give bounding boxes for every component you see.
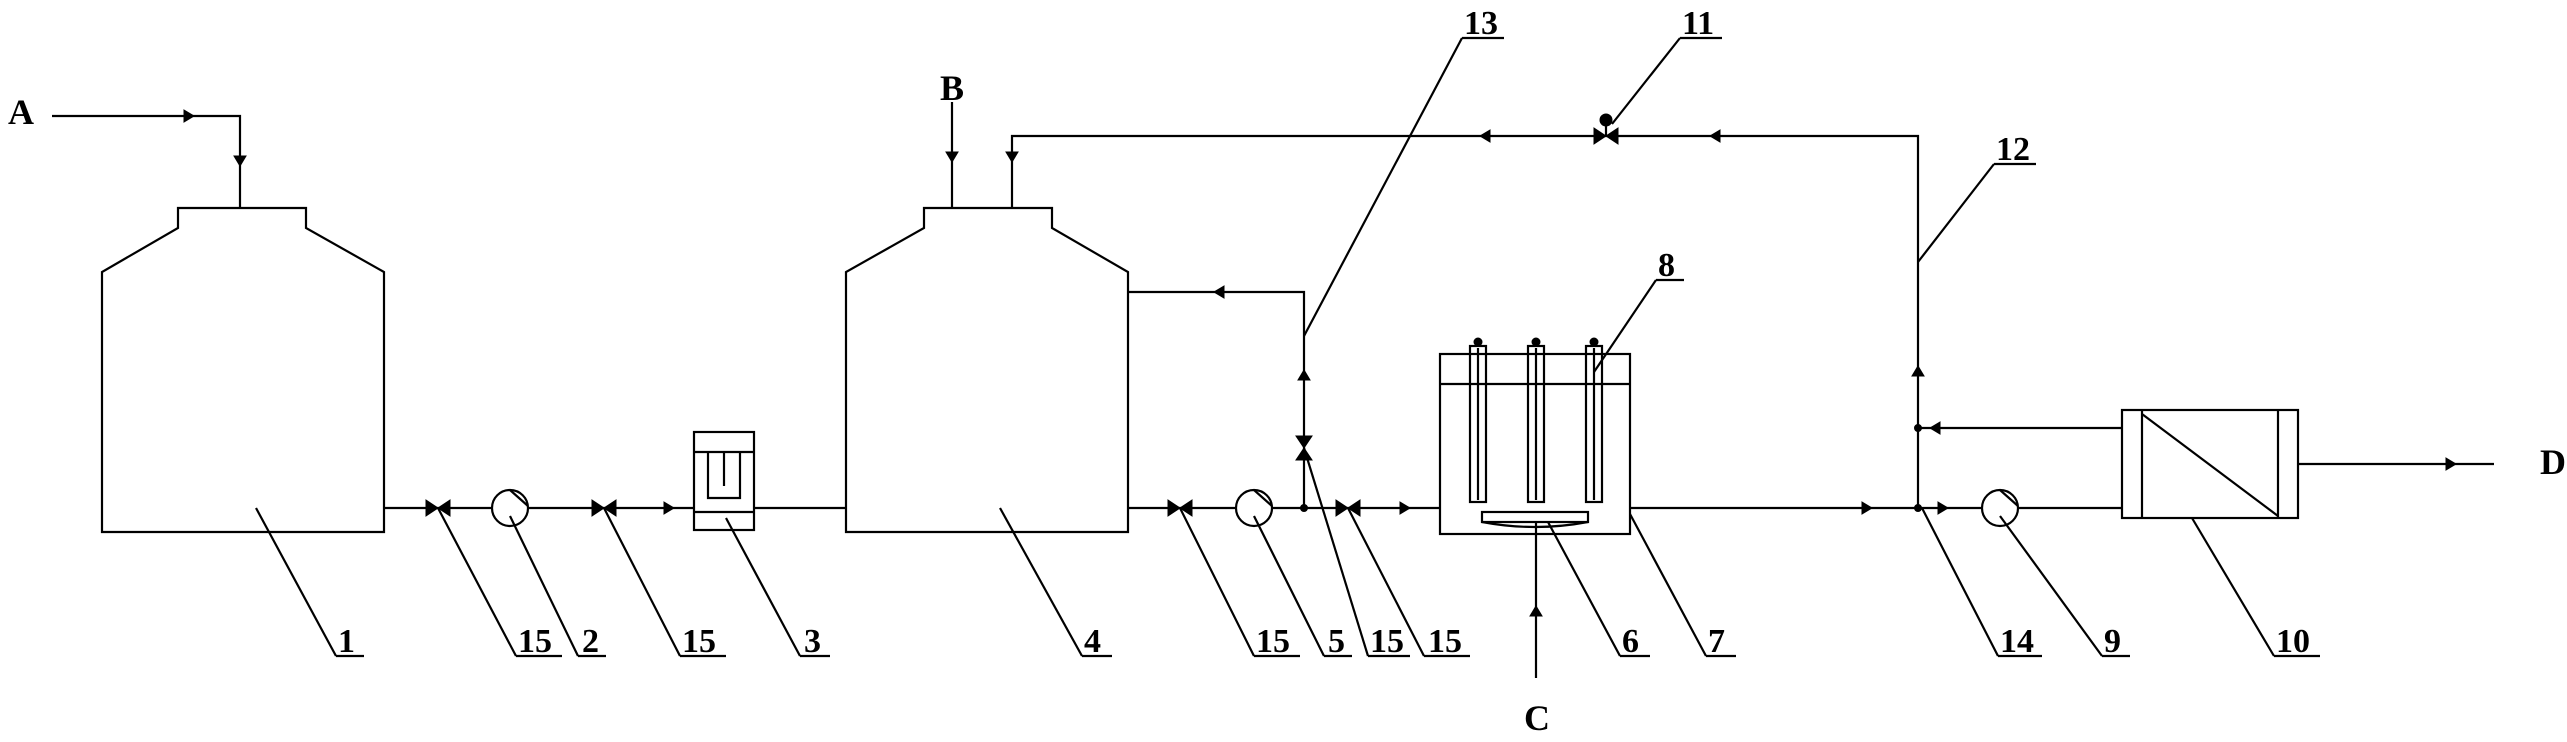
label-15: 15 bbox=[1428, 623, 1462, 660]
label-15: 15 bbox=[1256, 623, 1290, 660]
pump-5 bbox=[1234, 488, 1274, 528]
label-11: 11 bbox=[1682, 5, 1714, 42]
label-13: 13 bbox=[1464, 5, 1498, 42]
pipe-feed-a bbox=[52, 114, 242, 208]
label-5: 5 bbox=[1328, 623, 1345, 660]
label-4: 4 bbox=[1084, 623, 1101, 660]
terminal-b-label: B bbox=[940, 68, 964, 108]
label-1: 1 bbox=[338, 623, 355, 660]
label-15: 15 bbox=[682, 623, 716, 660]
pipe-return-13 bbox=[1128, 290, 1306, 508]
label-2: 2 bbox=[582, 623, 599, 660]
terminal-c-label: C bbox=[1524, 698, 1550, 738]
terminal-a-label: A bbox=[8, 92, 34, 132]
junction-dot bbox=[1300, 504, 1308, 512]
pipe-recycle bbox=[1010, 134, 1920, 510]
label-12: 12 bbox=[1996, 131, 2030, 168]
label-15: 15 bbox=[518, 623, 552, 660]
flow-arrow bbox=[183, 109, 2457, 617]
tank-4 bbox=[844, 206, 1130, 534]
terminal-d-label: D bbox=[2540, 442, 2566, 482]
label-15: 15 bbox=[1370, 623, 1404, 660]
junction-dot bbox=[1914, 504, 1922, 512]
junction-dot bbox=[1914, 424, 1922, 432]
label-10: 10 bbox=[2276, 623, 2310, 660]
label-9: 9 bbox=[2104, 623, 2121, 660]
leader-lines bbox=[255, 36, 2320, 658]
membrane-module-10 bbox=[2120, 408, 2300, 520]
label-8: 8 bbox=[1658, 247, 1675, 284]
filter-3 bbox=[692, 430, 756, 532]
label-6: 6 bbox=[1622, 623, 1639, 660]
valve-11 bbox=[1593, 113, 1619, 145]
label-14: 14 bbox=[2000, 623, 2034, 660]
label-7: 7 bbox=[1708, 623, 1725, 660]
pump-9 bbox=[1980, 488, 2020, 528]
tank-1 bbox=[100, 206, 386, 534]
electrode-8 bbox=[1468, 337, 1604, 504]
pump-2 bbox=[490, 488, 530, 528]
label-3: 3 bbox=[804, 623, 821, 660]
